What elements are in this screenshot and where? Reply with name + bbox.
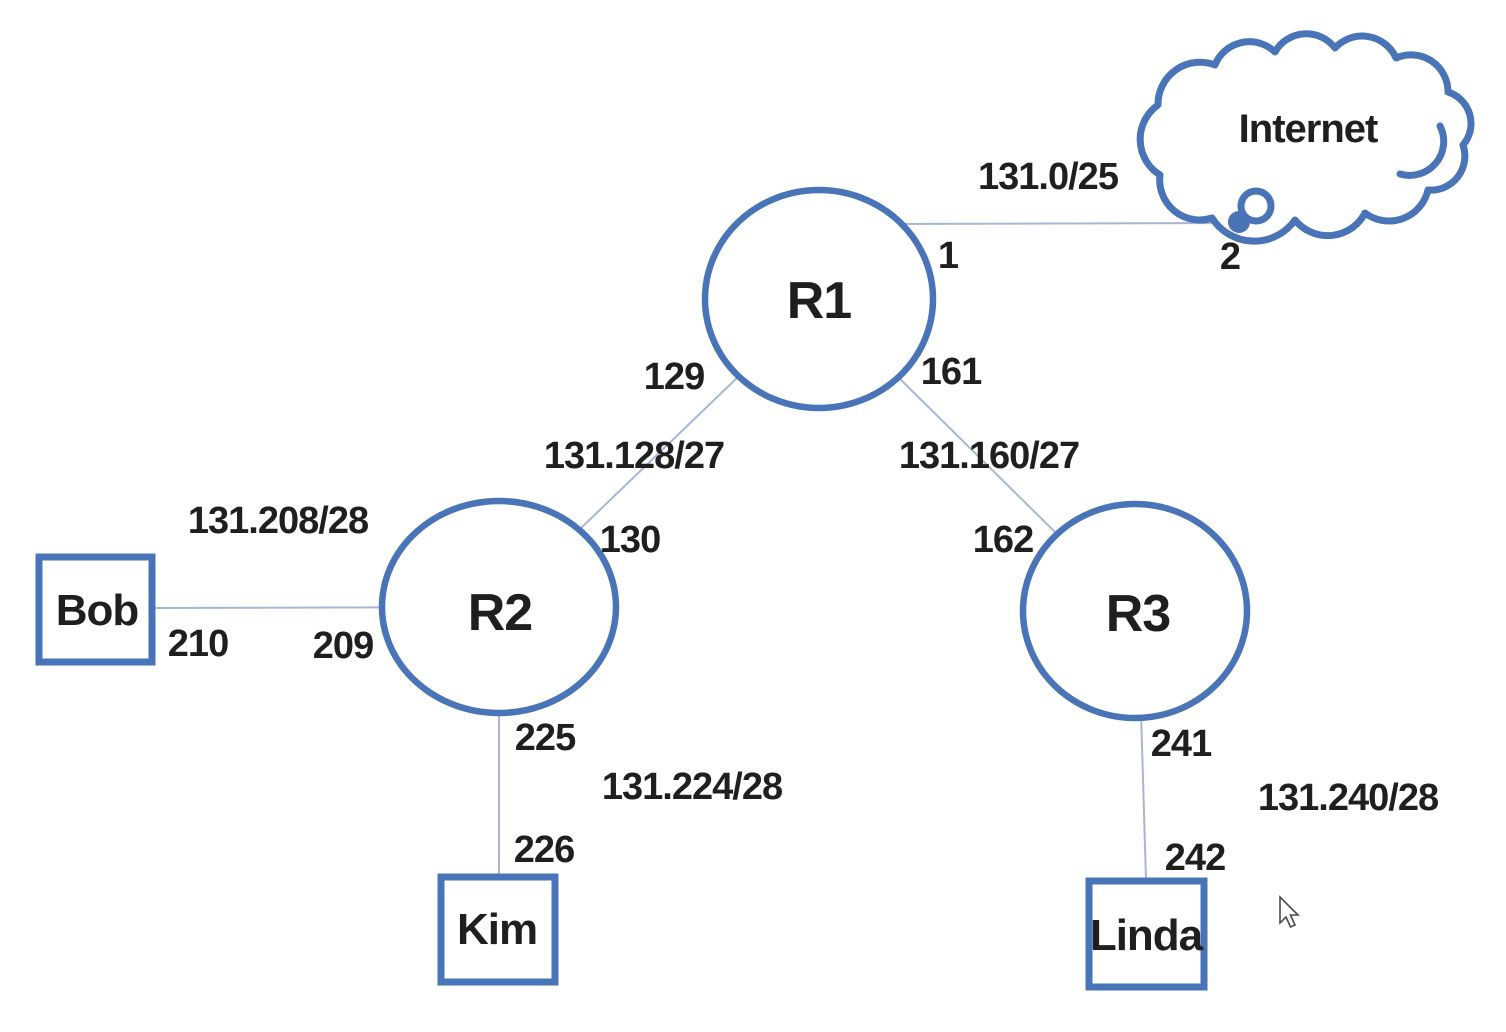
r1-r2-subnet-label: 131.128/27 <box>544 435 724 477</box>
bob-r2-if-r2-label: 209 <box>313 625 373 667</box>
host-bob-node <box>35 553 156 666</box>
bob-r2-subnet-label: 131.208/28 <box>188 500 368 542</box>
host-linda-node <box>1085 877 1208 991</box>
router-r2-node <box>378 497 620 717</box>
r3-linda-if-linda-label: 242 <box>1165 837 1225 879</box>
cloud-curl-detail <box>1396 122 1448 179</box>
r1-r3-if-r1-label: 161 <box>921 351 982 393</box>
linda-label: Linda <box>1090 911 1204 960</box>
internet-cloud-icon <box>1136 30 1475 245</box>
mouse-cursor-icon <box>1279 895 1300 929</box>
r1-internet-if-label: 1 <box>938 235 959 277</box>
r2-label: R2 <box>468 584 532 642</box>
bob-label: Bob <box>56 586 139 635</box>
r1-internet-subnet-label: 131.0/25 <box>978 156 1119 198</box>
r2-kim-if-kim-label: 226 <box>514 829 574 871</box>
r3-linda-if-r3-label: 241 <box>1151 723 1212 765</box>
r2-kim-subnet-label: 131.224/28 <box>602 766 782 808</box>
r1-label: R1 <box>787 272 852 330</box>
router-r1-node <box>701 186 937 412</box>
r3-label: R3 <box>1106 585 1171 643</box>
r1-r2-if-r2-label: 130 <box>600 519 660 561</box>
internet-if-label: 2 <box>1220 236 1240 278</box>
r3-linda-subnet-label: 131.240/28 <box>1258 777 1438 819</box>
r2-kim-if-r2-label: 225 <box>515 717 576 759</box>
r1-r2-if-r1-label: 129 <box>644 356 704 398</box>
internet-label: Internet <box>1239 107 1378 151</box>
router-r3-node <box>1019 500 1251 722</box>
cloud-connection-dot <box>1228 211 1250 233</box>
cloud-tail-loop <box>1237 187 1275 225</box>
r1-r3-if-r3-label: 162 <box>973 519 1033 561</box>
link-r1-internet-line <box>879 222 1240 225</box>
kim-label: Kim <box>457 905 537 954</box>
host-kim-node <box>437 873 559 986</box>
r1-r3-subnet-label: 131.160/27 <box>899 435 1079 477</box>
bob-r2-if-bob-label: 210 <box>168 623 228 665</box>
